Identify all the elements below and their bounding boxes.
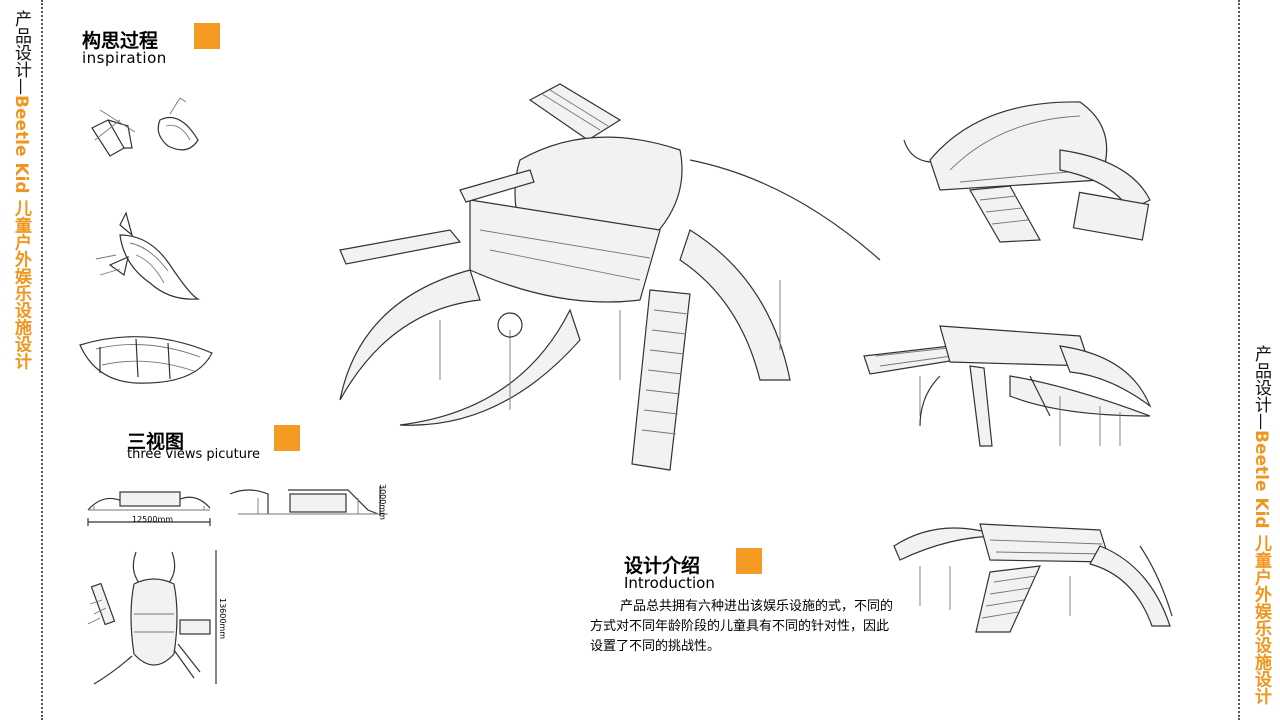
introduction-accent-square bbox=[736, 548, 762, 574]
sketch-beetle-3 bbox=[79, 336, 213, 384]
left-divider bbox=[41, 0, 43, 720]
left-side-title: 产品设计—Beetle Kid 儿童户外娱乐设施设计 bbox=[11, 10, 31, 370]
right-side-title: 产品设计—Beetle Kid 儿童户外娱乐设施设计 bbox=[1251, 345, 1271, 705]
side-label: 产品设计 bbox=[1251, 345, 1271, 413]
inspiration-subtitle: inspiration bbox=[82, 49, 167, 67]
introduction-description: 产品总共拥有六种进出该娱乐设施的式，不同的方式对不同年龄阶段的儿童具有不同的针对… bbox=[590, 599, 894, 654]
side-project-title: Beetle Kid 儿童户外娱乐设施设计 bbox=[11, 95, 31, 370]
sketch-beetle-1 bbox=[91, 97, 199, 157]
right-divider bbox=[1238, 0, 1240, 720]
render-view-rear bbox=[903, 101, 1151, 243]
side-separator: — bbox=[11, 78, 31, 95]
inspiration-accent-square bbox=[194, 23, 220, 49]
side-project-title: Beetle Kid 儿童户外娱乐设施设计 bbox=[1251, 430, 1271, 705]
three-views-subtitle: three views picuture bbox=[127, 447, 261, 462]
width-dimension-label: 12500mm bbox=[132, 515, 174, 524]
sketch-beetle-2 bbox=[95, 211, 201, 300]
introduction-subtitle: Introduction bbox=[624, 574, 715, 592]
front-view-drawing bbox=[87, 491, 211, 526]
side-separator: — bbox=[1251, 413, 1271, 430]
side-view-drawing bbox=[229, 486, 388, 516]
height-dimension-label: 3000mm bbox=[378, 484, 387, 520]
three-views-accent-square bbox=[274, 425, 300, 451]
render-view-side bbox=[863, 325, 1152, 447]
beetle-playground-main-render bbox=[339, 83, 881, 471]
introduction-title: 设计介绍 bbox=[624, 555, 701, 577]
three-views-title: 三视图 bbox=[127, 431, 185, 453]
side-label: 产品设计 bbox=[11, 10, 31, 78]
depth-dimension-label: 13600mm bbox=[218, 598, 227, 640]
top-view-drawing bbox=[87, 550, 217, 685]
render-view-front bbox=[893, 523, 1173, 633]
inspiration-title: 构思过程 bbox=[82, 30, 159, 52]
